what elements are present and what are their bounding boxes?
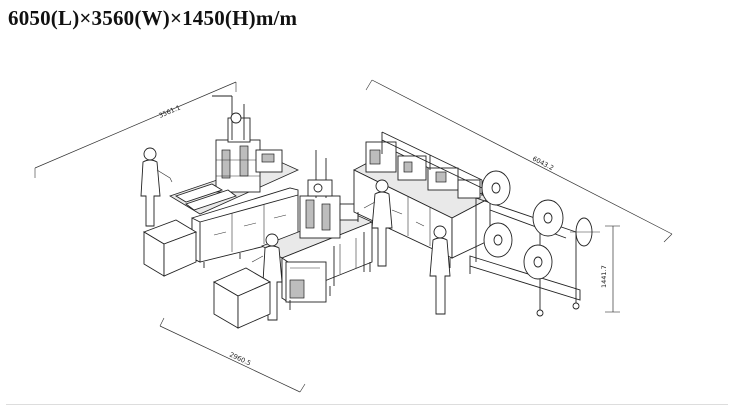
right-middle-machine-unit [353,131,491,268]
dimension-length-top-label: 6043.2 [531,155,555,172]
center-machine-unit [261,150,374,310]
operator-figure-left [140,147,173,227]
dimension-width-bottom: 2960.5 [159,317,306,393]
storage-box-left [142,219,198,277]
dimension-height-right: 1441.7 [600,225,620,313]
dimension-height-right-label: 1441.7 [600,265,608,288]
bottom-divider [6,404,728,405]
dimension-width-top: 3561.1 [34,81,237,178]
operator-figure-front-right [429,225,451,315]
roll-rack-unit [469,170,600,317]
dimension-width-bottom-label: 2960.5 [228,351,252,368]
storage-box-center [213,267,271,329]
page-title: 6050(L)×3560(W)×1450(H)m/m [8,6,298,30]
operator-figure-right-middle [363,179,393,267]
dimension-width-top-label: 3561.1 [158,104,182,120]
